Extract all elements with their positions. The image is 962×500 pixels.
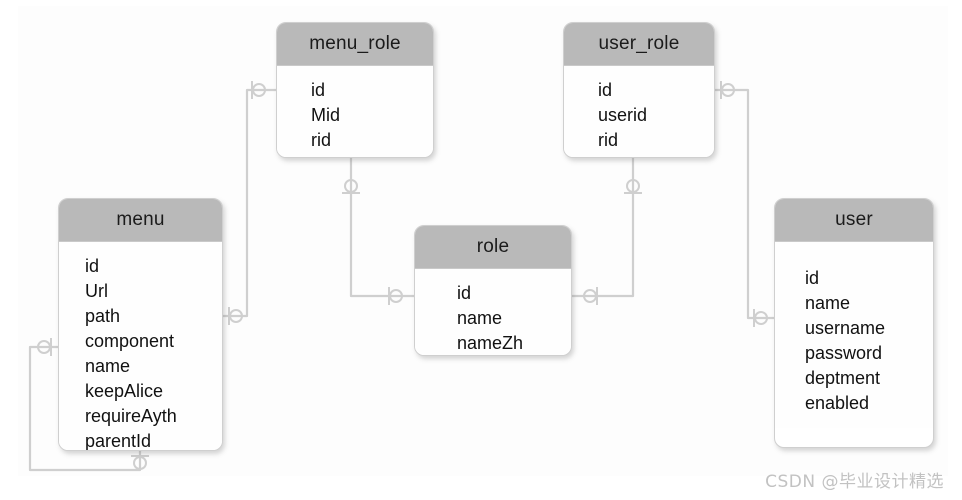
watermark-text: CSDN @毕业设计精选 [765,472,944,492]
field-row: Url [85,281,108,301]
field-row: id [457,283,472,303]
field-row: id [598,80,613,100]
field-row: name [457,308,503,328]
entity-title-role: role [415,226,571,269]
connector-user_role-to-user [713,88,776,320]
entity-menu[interactable]: menu id Url path component name keepAlic… [58,198,223,451]
field-row: keepAlice [85,381,164,401]
entity-fields-user: id name username password deptment enabl… [775,242,933,428]
connector-menu-self-parent [28,345,142,472]
entity-fields-role: id name nameZh [415,269,571,355]
entity-title-user_role: user_role [564,23,714,66]
field-row: requireAyth [85,406,177,426]
entity-user[interactable]: user id name username password deptment … [774,198,934,448]
connector-user_role-to-role [570,156,635,298]
connector-menu-to-menu_role [221,88,278,318]
entity-fields-menu: id Url path component name keepAlice req… [59,242,222,451]
field-row: nameZh [457,333,524,353]
field-row: rid [598,130,619,150]
field-row: name [805,293,851,313]
field-row: component [85,331,175,351]
connector-menu_role-to-role [349,156,416,298]
field-row: username [805,318,886,338]
field-row: rid [311,130,332,150]
field-row: Mid [311,105,341,125]
entity-title-menu_role: menu_role [277,23,433,66]
field-row: id [85,256,100,276]
field-row: deptment [805,368,881,388]
entity-menu_role[interactable]: menu_role id Mid rid [276,22,434,158]
field-row: enabled [805,393,870,413]
field-row: password [805,343,883,363]
field-row: path [85,306,121,326]
entity-title-menu: menu [59,199,222,242]
field-row: id [805,268,820,288]
field-row: parentId [85,431,152,451]
field-row: name [85,356,131,376]
field-row: userid [598,105,648,125]
field-row: id [311,80,326,100]
entity-fields-user_role: id userid rid [564,66,714,157]
entity-user_role[interactable]: user_role id userid rid [563,22,715,158]
entity-title-user: user [775,199,933,242]
entity-role[interactable]: role id name nameZh [414,225,572,356]
entity-fields-menu_role: id Mid rid [277,66,433,157]
